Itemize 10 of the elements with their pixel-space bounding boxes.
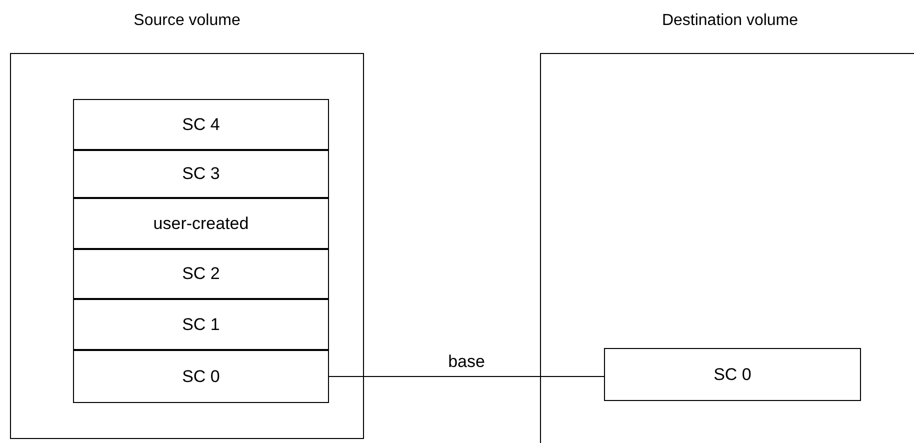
connector-line xyxy=(328,376,604,377)
snapshot-box: SC 2 xyxy=(73,249,329,299)
snapshot-box: SC 0 xyxy=(73,350,329,403)
snapshot-box: SC 1 xyxy=(73,299,329,350)
snapshot-box: user-created xyxy=(73,198,329,249)
snapshot-box: SC 4 xyxy=(73,99,329,150)
volume-title: Source volume xyxy=(134,12,240,30)
volume-title: Destination volume xyxy=(662,12,798,30)
snapshot-box: SC 3 xyxy=(73,150,329,198)
snapshot-box: SC 0 xyxy=(604,348,861,401)
